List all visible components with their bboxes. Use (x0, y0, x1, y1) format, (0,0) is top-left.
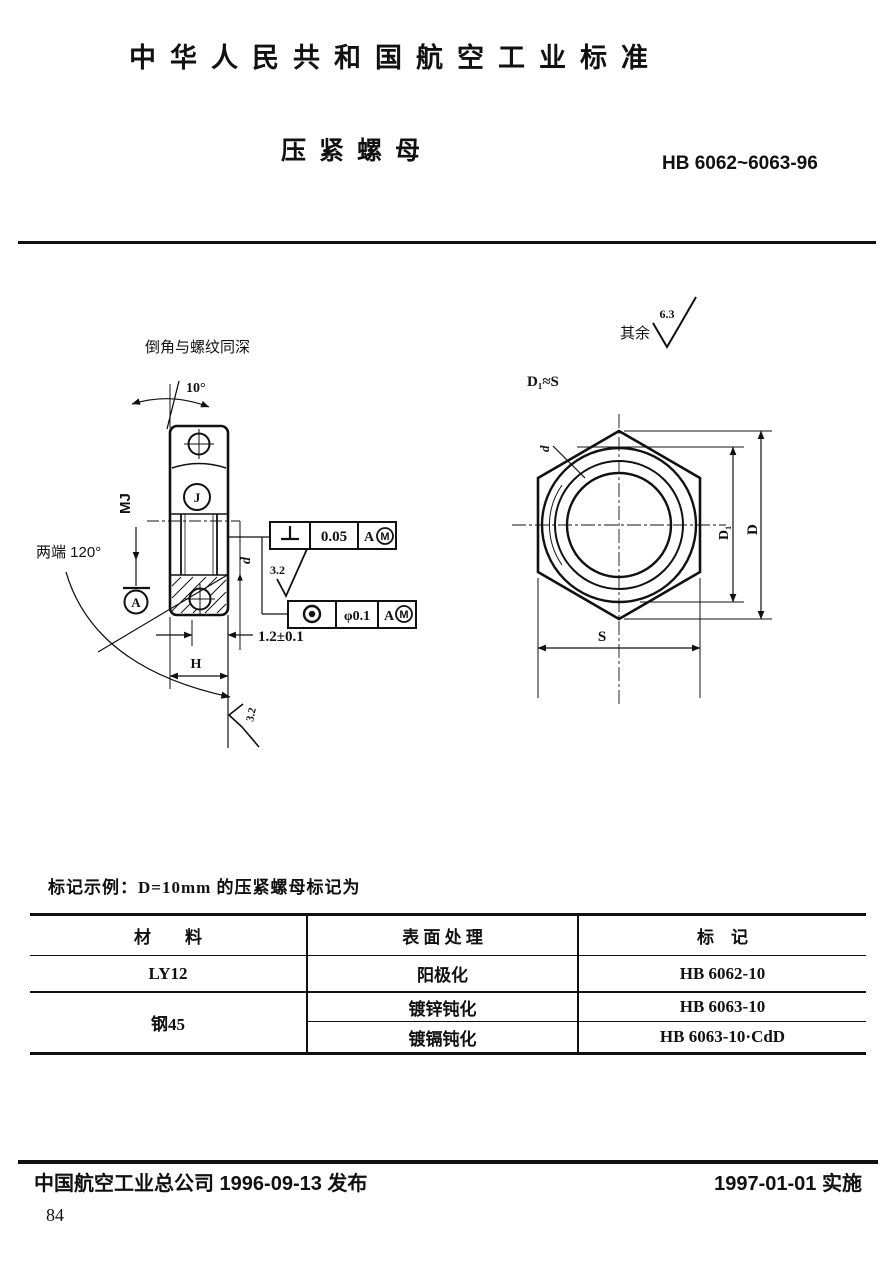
d-leader (552, 445, 586, 479)
chamfer-arc (171, 462, 227, 469)
product-name: 压紧螺母 (281, 137, 434, 165)
concentricity-icon (302, 604, 322, 624)
washer-dia-label: D₁ (717, 526, 732, 540)
j-mark-label: J (194, 490, 201, 505)
footer-issue-text: 中国航空工业总公司 1996-09-13 发布 (34, 1173, 368, 1195)
table-cell-surface: 镀锌钝化 (306, 993, 577, 1022)
table-cell-marking: HB 6063-10·CdD (577, 1022, 866, 1052)
table-cell-marking: HB 6062-10 (577, 956, 866, 993)
m-modifier-icon (376, 527, 394, 545)
table-cell-marking: HB 6063-10 (577, 993, 866, 1022)
conc-tol-datum: A (384, 609, 395, 624)
roughness-icon (227, 703, 260, 748)
thread-arc (549, 484, 563, 566)
table-cell-surface: 镀镉钝化 (306, 1022, 577, 1052)
face-dim-value: 1.2±0.1 (258, 629, 304, 645)
perpendicularity-icon (281, 526, 299, 541)
relation-note: D₁≈S (527, 374, 559, 390)
hexagon-outline (536, 429, 702, 621)
height-dim-label: H (191, 657, 202, 672)
side-view: 倒角与螺纹同深 10° J (36, 339, 417, 748)
lockwire-hole-bottom (188, 587, 212, 611)
j-mark-circle (183, 483, 211, 511)
lockwire-hole (187, 432, 211, 456)
bore-dim-label: d (537, 445, 552, 452)
corner-dia-label: D (745, 524, 761, 535)
table-cell-material: LY12 (30, 956, 306, 993)
header-rule (18, 241, 876, 244)
standard-number: HB 6062~6063-96 (662, 153, 818, 174)
section-hatching (171, 576, 227, 614)
bore-dim-label: d (239, 556, 254, 564)
datum-a-label: A (131, 595, 141, 610)
page-number: 84 (46, 1205, 64, 1225)
angle-arc (131, 398, 210, 408)
document-title: 中华人民共和国航空工业标准 (129, 43, 662, 73)
footer-rule (18, 1160, 878, 1164)
ends-angle-arc (65, 571, 231, 699)
others-label: 其余 (620, 324, 650, 342)
concentricity-frame: φ0.1 A M (261, 537, 417, 629)
across-flats-label: S (598, 629, 606, 645)
perp-tol-value: 0.05 (321, 529, 347, 545)
chamfer-construction-line (97, 573, 230, 653)
table-cell-surface: 阳极化 (306, 956, 577, 993)
chamfer-note: 倒角与螺纹同深 (145, 339, 250, 356)
table-cell-material: 钢45 (151, 1015, 185, 1034)
rough-bottom-value: 3.2 (244, 706, 259, 722)
washer-dia-dim: D₁ (577, 446, 744, 603)
roughness-icon (652, 296, 697, 349)
washer-face-circle (540, 446, 698, 604)
perp-tol-datum: A (364, 530, 375, 545)
marking-table: 材 料 表 面 处 理 标 记 LY12 阳极化 HB 6062-10 钢45 … (30, 913, 866, 1055)
across-flats-dim: S (537, 578, 701, 698)
corner-dia-dim: D (624, 430, 772, 620)
conc-tol-modifier: M (399, 609, 408, 621)
height-dim: H (169, 617, 229, 689)
face-thickness-dim: 1.2±0.1 (156, 620, 304, 646)
col-header-material: 材 料 (30, 916, 306, 956)
roughness-icon (276, 548, 308, 599)
conc-tol-value: φ0.1 (344, 609, 370, 624)
chamfer-circle (554, 460, 684, 590)
ends-angle-label: 两端 120° (36, 544, 101, 561)
bore-circle (565, 471, 673, 579)
perp-tol-modifier: M (380, 531, 389, 543)
marking-example: 标记示例：D=10mm 的压紧螺母标记为 (48, 878, 361, 897)
datum-a-circle (123, 589, 149, 615)
col-header-marking: 标 记 (577, 916, 866, 956)
angle-label: 10° (186, 381, 206, 396)
thread-label: MJ (117, 493, 134, 514)
col-header-surface: 表 面 处 理 (306, 916, 577, 956)
others-rough-value: 6.3 (660, 307, 675, 321)
footer-implement-text: 1997-01-01 实施 (714, 1173, 862, 1195)
m-modifier-icon (395, 605, 413, 623)
nut-section-outline (168, 424, 230, 617)
front-view: 其余 6.3 D₁≈S d D₁ (512, 296, 772, 705)
perpendicularity-frame: 0.05 A M (228, 521, 397, 550)
slanted-line (166, 380, 180, 430)
rough-side-value: 3.2 (270, 563, 285, 577)
